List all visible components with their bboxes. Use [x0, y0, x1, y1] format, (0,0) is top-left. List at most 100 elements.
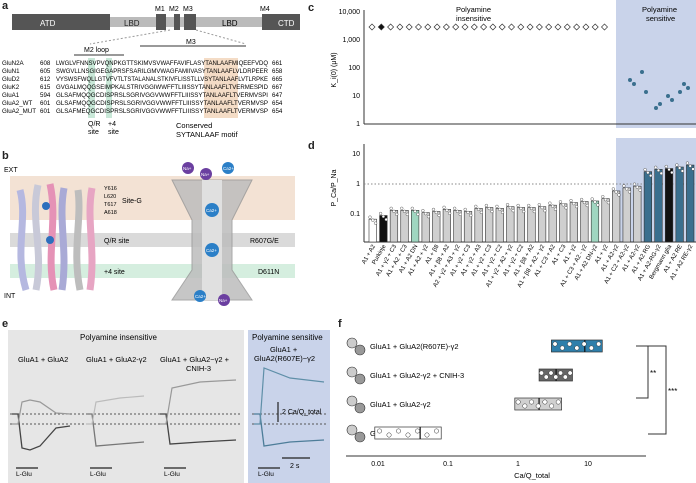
f-point	[559, 345, 565, 351]
subunit-icon	[346, 424, 358, 436]
ki-point	[670, 98, 674, 102]
seq-name: GluA2_MUT	[2, 108, 36, 115]
ki-marker	[601, 23, 608, 31]
trace-2-ratio	[86, 395, 145, 425]
residue-4: A618	[104, 210, 117, 216]
ext-label: EXT	[4, 167, 18, 174]
c-ytick-3: 10	[352, 93, 360, 100]
bar-point	[638, 188, 642, 192]
seq-name: GluD2	[2, 76, 20, 83]
bar	[675, 166, 684, 243]
trace-2-current	[86, 413, 145, 447]
f-xlabel: Ca/Q_total	[514, 471, 550, 480]
ki-marker	[452, 23, 460, 31]
bar-point	[395, 212, 399, 216]
bar-point	[585, 203, 589, 208]
bar	[559, 203, 568, 243]
bar-point	[569, 199, 573, 203]
seq-start: 608	[40, 60, 51, 67]
bar-point	[553, 207, 558, 211]
residue-2: L620	[104, 194, 116, 200]
subunit-icon	[354, 431, 366, 443]
ki-marker	[405, 23, 413, 31]
subunit-icon	[354, 373, 366, 385]
subunit-icon	[354, 402, 366, 414]
f-xtick-2: 1	[516, 461, 520, 468]
bar-point	[500, 210, 505, 214]
ki-point	[686, 86, 690, 90]
bar-point	[572, 202, 576, 206]
f-point	[386, 432, 392, 438]
svg-text:Ca2+: Ca2+	[206, 208, 217, 213]
trace-label-3b: CNIH-3	[186, 364, 211, 373]
domain-atd: ATD	[40, 19, 56, 28]
bar-point	[625, 187, 629, 191]
bar-point	[678, 166, 682, 170]
scale-x-label: 2 s	[290, 463, 300, 470]
bar-point	[603, 198, 608, 202]
bar-point	[596, 203, 600, 207]
c-ylabel: K_i(0) (μM)	[331, 52, 338, 87]
ki-marker	[563, 23, 571, 31]
svg-text:Ca2+: Ca2+	[195, 294, 206, 299]
ki-marker	[387, 23, 395, 31]
bar-point	[426, 215, 431, 219]
ki-marker	[377, 23, 385, 31]
bar-point	[635, 185, 639, 189]
ki-point	[628, 78, 632, 82]
seq-residues: GVGALMQQGSEIMPKALSTRIVGGIWWFFTLIIISSYTAN…	[56, 84, 269, 91]
trace-label-4b: GluA2(R607E)−γ2	[254, 354, 315, 363]
seq-end: 661	[272, 60, 283, 67]
d-ytick-0: 0.1	[350, 211, 360, 218]
d-ytick-1: 1	[356, 181, 360, 188]
bar-point	[643, 168, 647, 172]
bar-point	[511, 209, 515, 213]
bar-point	[392, 209, 396, 213]
f-point	[549, 403, 555, 409]
domain-m1: M1	[155, 6, 165, 13]
bar-point	[551, 204, 555, 208]
bar-point	[402, 209, 407, 213]
bar-point	[373, 221, 378, 225]
residue-1: Y616	[104, 186, 117, 192]
int-label: INT	[4, 293, 16, 300]
bar	[569, 202, 578, 243]
bar-point	[371, 218, 375, 222]
ki-point	[654, 106, 658, 110]
svg-text:Ca2+: Ca2+	[223, 166, 234, 171]
drug-1: L-Glu	[16, 471, 32, 478]
bar-point	[691, 167, 695, 171]
ki-marker	[498, 23, 506, 31]
bar-point	[458, 212, 462, 216]
c-title-sensitive-2: sensitive	[646, 14, 675, 23]
f-xtick-1: 0.1	[443, 461, 453, 468]
bar-point	[680, 169, 685, 173]
drug-4: L-Glu	[258, 471, 274, 478]
domain-m4: M4	[260, 6, 270, 13]
panel-label-b: b	[2, 150, 9, 162]
bar-point	[649, 174, 653, 178]
conserved-line1: Conserved	[176, 121, 212, 130]
seq-residues: LWGLVFNNSVPVQNPKGTTSKIMVSVWAFFAVIFLASYTA…	[56, 60, 268, 67]
ki-marker	[415, 23, 422, 31]
bar-point	[582, 200, 587, 205]
bar-point	[424, 212, 428, 216]
seq-start: 615	[40, 84, 51, 91]
bar-point	[431, 207, 436, 212]
bar-point	[622, 184, 626, 188]
f-point	[596, 341, 602, 347]
bar-point	[381, 214, 385, 219]
bar-point	[529, 206, 534, 211]
trace-3-current	[160, 413, 237, 445]
bar-point	[540, 206, 544, 210]
bar-point	[627, 190, 632, 194]
panel-label-e: e	[2, 318, 9, 330]
ki-marker	[573, 23, 581, 31]
seq-residues: GLSAFMQQGCDISPRSLSGRIVGGVWWFFTLIIISSYTAN…	[56, 100, 268, 107]
seq-name: GluK2	[2, 84, 20, 91]
bar-point	[561, 203, 565, 207]
bar-point	[442, 205, 446, 209]
bar-point	[670, 170, 674, 175]
